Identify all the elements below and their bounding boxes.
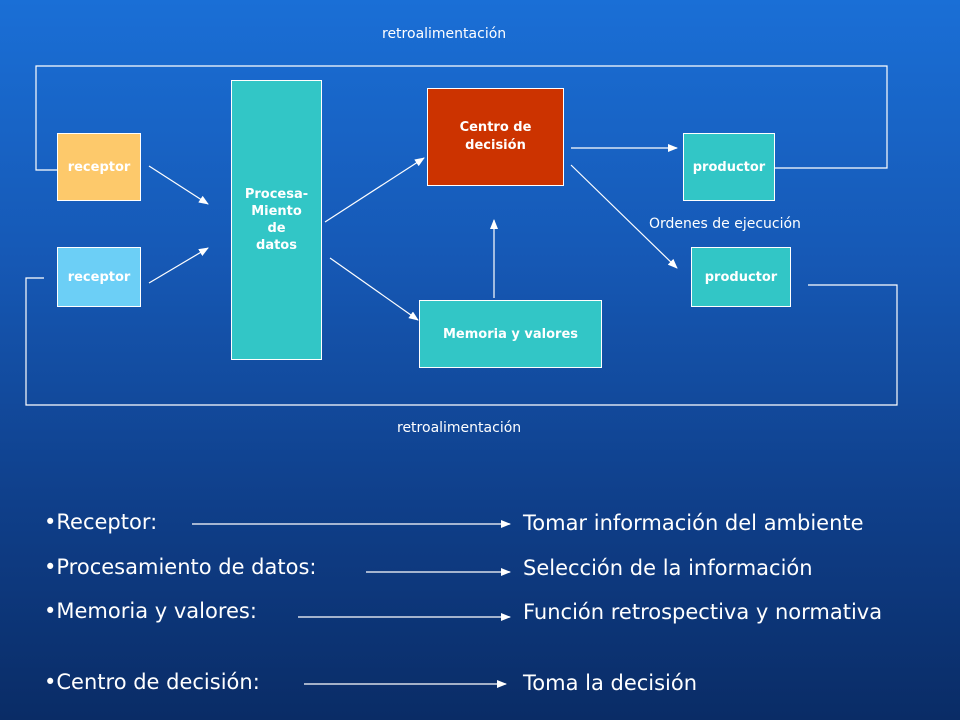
- bullet-dot: •: [44, 555, 57, 579]
- bullet-term: Centro de decisión:: [56, 670, 260, 694]
- productor-box-2: productor: [691, 247, 791, 307]
- receptor-box-2: receptor: [57, 247, 141, 307]
- bullet-definition: Selección de la información: [523, 556, 813, 580]
- feedback-loop-top: [35, 65, 888, 171]
- bullet-definition: Toma la decisión: [523, 671, 698, 695]
- bullet-dot: •: [44, 599, 57, 623]
- bullet-definition: Función retrospectiva y normativa: [523, 600, 883, 624]
- productor-box-1: productor: [683, 133, 775, 201]
- bullet-dot: •: [44, 510, 57, 534]
- bullet-term: Procesamiento de datos:: [56, 555, 317, 579]
- arrow-receptor1-to-proc: [148, 165, 209, 205]
- bullet-term: Receptor:: [56, 510, 158, 534]
- arrow-centro-to-productor2: [570, 164, 678, 269]
- ordenes-label: Ordenes de ejecución: [649, 216, 801, 232]
- procesamiento-box: Procesa- Miento de datos: [231, 80, 322, 360]
- arrow-proc-to-memoria: [329, 257, 419, 321]
- feedback-label-top: retroalimentación: [382, 26, 507, 42]
- arrow-receptor2-to-proc: [148, 247, 209, 284]
- feedback-loop-bottom: [25, 277, 898, 406]
- feedback-label-bottom: retroalimentación: [397, 420, 522, 436]
- bullet-dot: •: [44, 670, 57, 694]
- bullet-term: Memoria y valores:: [56, 599, 257, 623]
- memoria-valores-box: Memoria y valores: [419, 300, 602, 368]
- centro-decision-box: Centro de decisión: [427, 88, 564, 186]
- bullet-definition: Tomar información del ambiente: [523, 511, 864, 535]
- arrow-proc-to-centro: [324, 157, 425, 223]
- receptor-box-1: receptor: [57, 133, 141, 201]
